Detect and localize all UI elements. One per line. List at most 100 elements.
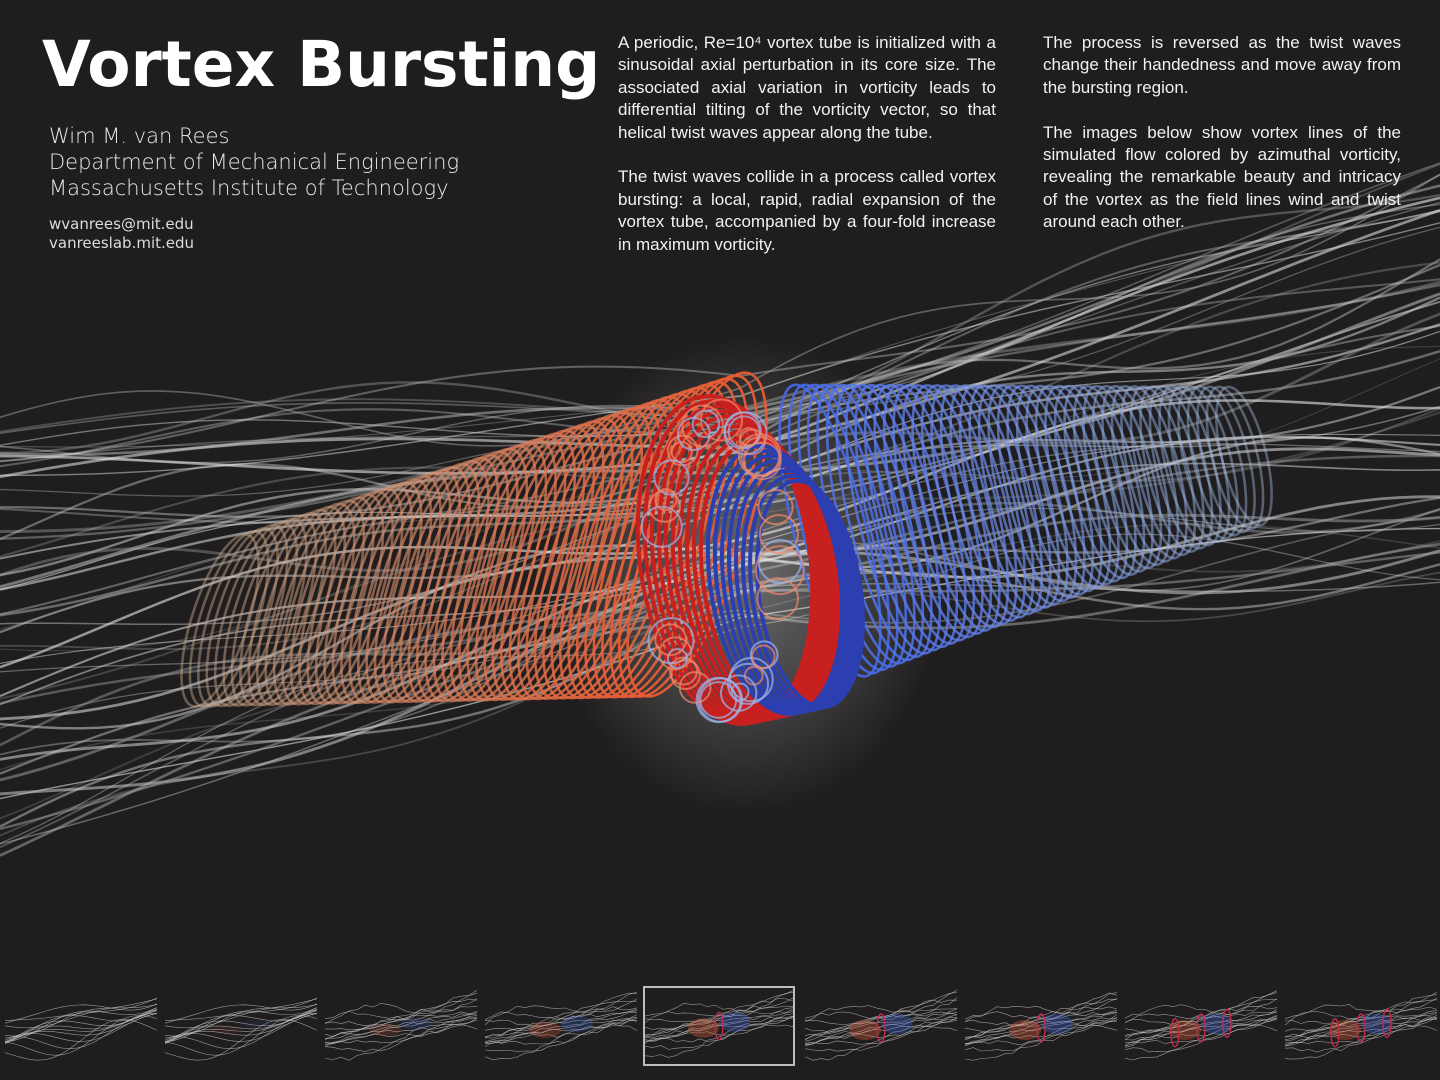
thumbnail-line	[1284, 1012, 1438, 1037]
thumbnail-line	[964, 1012, 1118, 1040]
thumbnail-line	[164, 1019, 318, 1061]
thumbnail-selected[interactable]	[643, 986, 795, 1066]
thumbnail-burst-ring	[1170, 1017, 1180, 1048]
burst-curl	[699, 681, 738, 719]
helix-coil	[230, 514, 318, 707]
thumbnail-negative-region	[881, 1014, 913, 1034]
thumbnail[interactable]	[4, 990, 158, 1066]
burst-curl	[719, 674, 758, 712]
thumbnail-line	[644, 1015, 794, 1044]
helix-coil	[930, 384, 1018, 626]
thumbnail[interactable]	[1124, 990, 1278, 1066]
thumbnail-line	[644, 1015, 794, 1043]
burst-curl	[730, 682, 750, 702]
thumbnail-positive-region	[1009, 1020, 1041, 1040]
thumbnail-line	[1284, 1018, 1438, 1047]
helix-coil	[205, 523, 289, 708]
burst-curl	[757, 488, 794, 526]
thumbnail-line	[164, 1015, 318, 1056]
thumbnail-line	[484, 1006, 638, 1038]
thumbnail-positive-region	[1329, 1020, 1361, 1040]
thumbnail-burst-ring	[876, 1013, 886, 1043]
thumbnail[interactable]	[804, 989, 958, 1066]
helix-coil	[1139, 385, 1205, 553]
thumbnail-line	[964, 992, 1118, 1021]
author-name: Wim M. van Rees	[49, 124, 230, 148]
author-block: Wim M. van Rees Department of Mechanical…	[49, 123, 459, 201]
timeline-thumbnails	[0, 986, 1440, 1070]
burst-curl	[658, 636, 693, 671]
thumbnail-negative-region	[1361, 1014, 1393, 1034]
burst-curl	[666, 647, 688, 669]
thumbnail-line	[164, 1007, 318, 1043]
thumbnail-line	[1284, 991, 1438, 1020]
thumbnail-line	[484, 1018, 638, 1052]
thumbnail-burst-ring	[1356, 1013, 1366, 1043]
description-paragraph: The process is reversed as the twist wav…	[1043, 33, 1401, 97]
description-column-2: The process is reversed as the twist wav…	[1043, 32, 1401, 256]
helix-coil	[1196, 385, 1256, 534]
helix-coil	[188, 530, 270, 708]
helix-coil	[901, 384, 993, 636]
thumbnail-line	[1124, 1017, 1278, 1047]
thumbnail-burst-ring	[714, 1011, 724, 1041]
thumbnail-burst-ring	[1382, 1008, 1392, 1039]
helix-coil	[787, 383, 891, 675]
thumbnail[interactable]	[484, 990, 638, 1066]
thumbnail-line	[325, 1015, 478, 1044]
thumbnail-line	[324, 1011, 478, 1041]
helix-coil	[977, 384, 1061, 609]
burst-curl	[670, 441, 693, 464]
thumbnail-line	[644, 1007, 794, 1038]
thumbnail[interactable]	[164, 990, 318, 1066]
author-email[interactable]: wvanrees@mit.edu	[49, 215, 194, 233]
helix-coil	[1177, 385, 1239, 540]
thumbnail[interactable]	[324, 989, 478, 1066]
thumbnail-positive-region	[369, 1024, 401, 1036]
thumbnail-line	[1284, 1024, 1438, 1060]
thumbnail-line	[964, 1009, 1118, 1038]
thumbnail-line	[4, 1003, 158, 1024]
helix-coil	[996, 384, 1078, 603]
thumbnail-line	[4, 1013, 158, 1042]
thumbnail-line	[1124, 1011, 1278, 1037]
thumbnail-line	[1284, 997, 1438, 1026]
thumbnail-line	[164, 1007, 318, 1043]
thumbnail-line	[484, 1010, 638, 1038]
thumbnail-line	[1124, 992, 1278, 1026]
thumbnail-line	[4, 1015, 158, 1056]
thumbnail-line	[1284, 1015, 1438, 1044]
thumbnail[interactable]	[1284, 990, 1438, 1066]
burst-curl	[758, 514, 800, 555]
thumbnail-burst-ring	[1222, 1008, 1232, 1039]
thumbnail-line	[484, 992, 638, 1027]
burst-curl	[743, 441, 782, 481]
thumbnail-line	[804, 1017, 958, 1047]
thumbnail-negative-region	[561, 1016, 593, 1032]
thumbnail-line	[1124, 1017, 1278, 1048]
helix-coil	[835, 383, 933, 658]
thumbnail-negative-region	[1041, 1014, 1073, 1034]
helix-coil	[1082, 384, 1154, 573]
thumbnail-line	[1124, 1015, 1278, 1046]
thumbnail-line	[484, 998, 638, 1026]
helix-coil	[1148, 385, 1214, 550]
thumbnail-line	[484, 991, 638, 1020]
helix-coil	[1205, 385, 1265, 530]
burst-curl	[751, 644, 776, 670]
description-column-1: A periodic, Re=10⁴ vortex tube is initia…	[618, 32, 996, 278]
burst-ring	[755, 478, 865, 710]
author-institution: Massachusetts Institute of Technology	[49, 176, 449, 200]
thumbnail[interactable]	[964, 990, 1118, 1066]
helix-coil	[1215, 385, 1273, 527]
thumbnail-line	[804, 1014, 958, 1045]
thumbnail-line	[1284, 1018, 1438, 1053]
burst-curl	[670, 659, 701, 691]
helix-coil	[1101, 385, 1171, 567]
author-website[interactable]: vanreeslab.mit.edu	[49, 234, 195, 252]
description-paragraph: The images below show vortex lines of th…	[1043, 122, 1401, 232]
thumbnail-line	[804, 989, 958, 1020]
thumbnail-line	[804, 1011, 958, 1040]
thumbnail-line	[1284, 1016, 1438, 1046]
thumbnail-line	[4, 1010, 158, 1044]
